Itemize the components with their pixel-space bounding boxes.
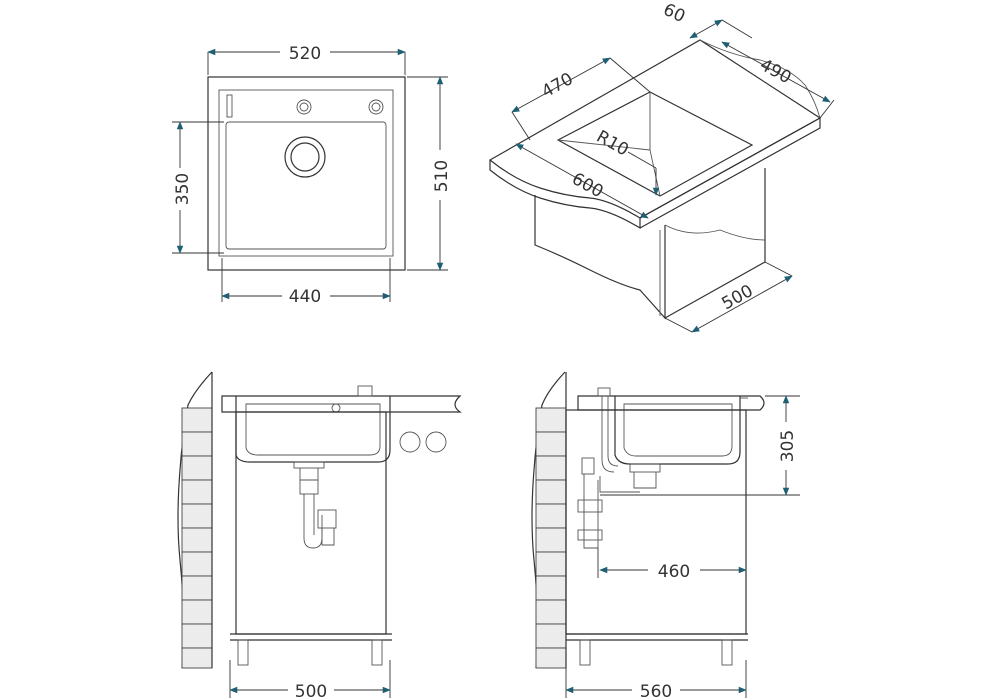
dim-label-560: 560 bbox=[640, 682, 672, 700]
siphon-side bbox=[577, 457, 661, 549]
dim-label-470: 470 bbox=[539, 69, 577, 102]
dim-label-520: 520 bbox=[289, 44, 321, 64]
overflow-pipe bbox=[597, 387, 619, 473]
hole-left bbox=[399, 431, 421, 453]
dim-label-500-front: 500 bbox=[295, 682, 327, 700]
worktop-side bbox=[577, 395, 765, 411]
sink-basin-side bbox=[614, 396, 741, 465]
leg-right bbox=[371, 639, 383, 666]
side-elevation: 305 460 560 bbox=[531, 371, 800, 700]
dim-label-440: 440 bbox=[289, 287, 321, 307]
dim-label-500-iso: 500 bbox=[719, 281, 757, 314]
drain-outer bbox=[284, 136, 326, 178]
tap-stub bbox=[357, 385, 373, 397]
dim-label-r10: R10 bbox=[593, 127, 632, 161]
drain-inner bbox=[290, 142, 320, 172]
brick-wall-side bbox=[535, 407, 567, 669]
front-elevation: 500 bbox=[177, 371, 462, 700]
brick-wall-front bbox=[181, 407, 213, 669]
dim-label-490: 490 bbox=[756, 55, 794, 88]
sink-outline-top bbox=[207, 76, 406, 271]
top-view: 520 440 510 350 bbox=[172, 44, 452, 307]
dim-label-305: 305 bbox=[778, 430, 798, 462]
dim-label-60: 60 bbox=[660, 0, 688, 27]
tap-hole-right bbox=[368, 99, 384, 115]
overflow-slot bbox=[226, 94, 233, 118]
cabinet-front-box bbox=[235, 411, 387, 635]
dim-label-350: 350 bbox=[173, 173, 193, 205]
leg-left bbox=[237, 639, 249, 666]
leg-side-left bbox=[579, 639, 591, 666]
sink-inner-rim bbox=[218, 89, 394, 257]
hole-right bbox=[425, 431, 447, 453]
siphon-front bbox=[293, 461, 337, 549]
leg-side-right bbox=[721, 639, 733, 666]
dim-label-460: 460 bbox=[658, 562, 690, 582]
isometric-view: 470 60 490 R10 600 500 bbox=[488, 0, 835, 333]
sink-basin-front bbox=[235, 396, 391, 463]
tap-hole-left bbox=[296, 99, 312, 115]
cabinet-side-box bbox=[565, 409, 747, 635]
worktop-front bbox=[221, 395, 462, 413]
sink-bowl-top bbox=[225, 121, 387, 250]
cabinet-front bbox=[534, 195, 666, 320]
dim-label-510: 510 bbox=[432, 160, 452, 192]
